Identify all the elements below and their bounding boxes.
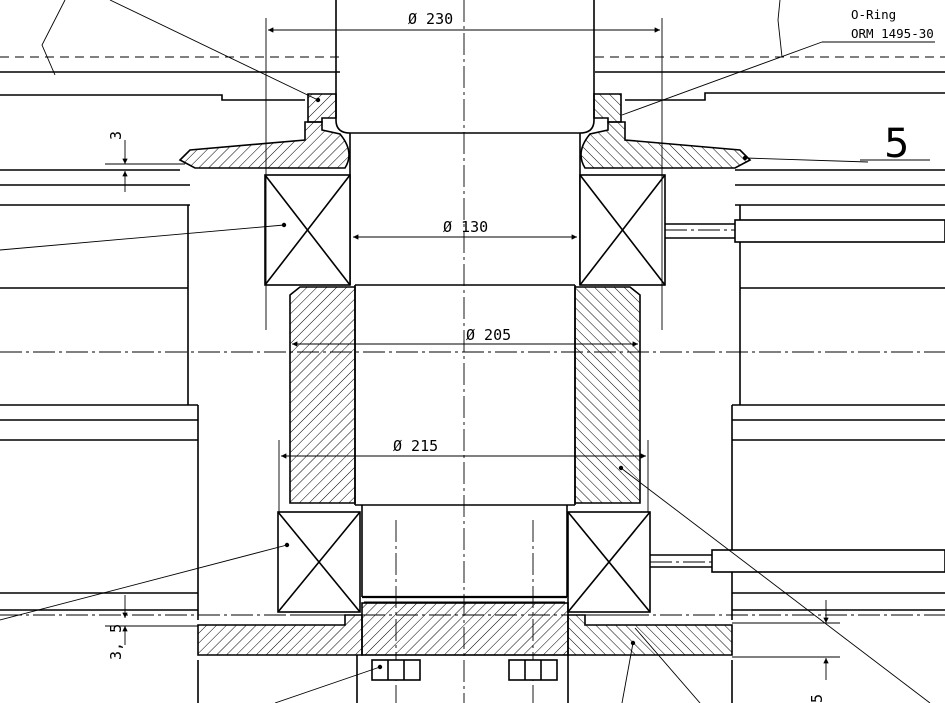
side-pipes (650, 219, 945, 573)
oring-callout: O-Ring ORM 1495-30 (851, 7, 934, 41)
upper-bearing-right (579, 174, 666, 286)
dim-label-215: Ø 215 (393, 437, 438, 455)
dim-label-205: Ø 205 (466, 326, 511, 344)
spacer-sleeves (289, 286, 641, 504)
dim-label-230: Ø 230 (408, 10, 453, 28)
item-number: 5 (884, 121, 909, 167)
dim-label-5: 5 (808, 694, 826, 703)
seal-rings (307, 93, 622, 123)
housing-outline (0, 56, 945, 703)
dim-diameter-205: Ø 205 (292, 326, 638, 347)
oring-title: O-Ring (851, 7, 896, 22)
dim-diameter-215: Ø 215 (278, 437, 649, 512)
dim-label-3: 3 (107, 131, 125, 140)
upper-bearing-left (264, 174, 351, 286)
dim-diameter-230: Ø 230 (265, 10, 663, 330)
shaft (335, 0, 595, 603)
bolt-heads (371, 659, 558, 681)
lower-bearing-right (567, 511, 651, 613)
oring-part-number: ORM 1495-30 (851, 26, 934, 41)
lower-bearing-left (277, 511, 361, 613)
dim-gap-right: 5 (732, 600, 840, 703)
bottom-cover (197, 602, 733, 656)
dim-gap-bottom: 3, 5 (105, 595, 198, 660)
dim-label-130: Ø 130 (443, 218, 488, 236)
dim-label-3-5: 3, 5 (107, 624, 125, 660)
dim-gap-top: 3 (105, 131, 185, 192)
flange (178, 121, 752, 169)
dim-diameter-130: Ø 130 (353, 218, 577, 240)
